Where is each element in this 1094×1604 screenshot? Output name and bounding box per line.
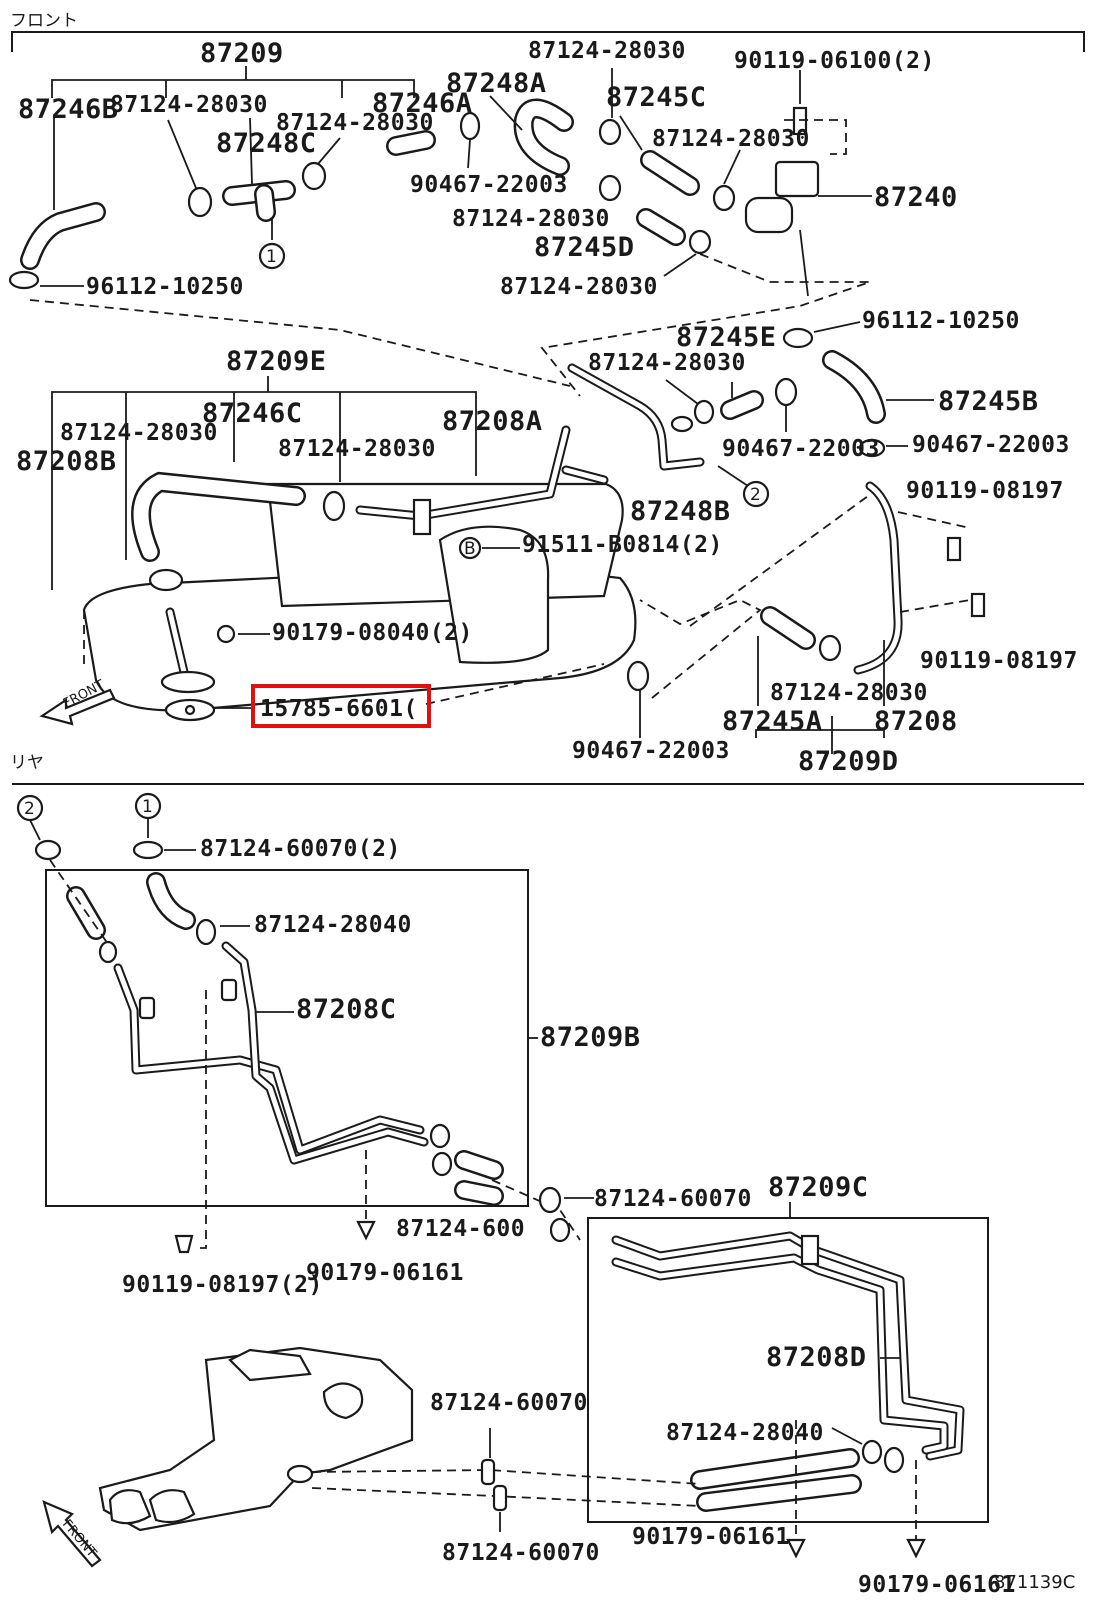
label-87245e: 87245E [676, 322, 777, 353]
label-87208: 87208 [874, 706, 958, 737]
label-87124-28030-a: 87124-28030 [110, 92, 268, 118]
bolt-90119-08197-c [174, 1234, 194, 1254]
nut-90179-06161-b [786, 1538, 806, 1559]
label-87245c: 87245C [606, 82, 707, 113]
label-87246b: 87246B [18, 94, 119, 125]
label-87124-28030-top: 87124-28030 [528, 38, 686, 64]
label-87124-28030-h: 87124-28030 [278, 436, 436, 462]
label-87209c: 87209C [768, 1172, 869, 1203]
label-87245d: 87245D [534, 232, 635, 263]
label-87124-28030-e: 87124-28030 [652, 126, 810, 152]
label-87124-60070-d: 87124-60070 [430, 1390, 588, 1416]
highlight-box [251, 684, 431, 728]
svg-text:1: 1 [266, 247, 277, 267]
label-91511-b0814: 91511-B0814(2) [522, 532, 723, 558]
label-87240: 87240 [874, 182, 958, 213]
label-87208c: 87208C [296, 994, 397, 1025]
label-90179-06161-a: 90179-06161 [306, 1260, 464, 1286]
box-87209c [587, 1217, 989, 1523]
label-87124-600-c: 87124-600 [396, 1216, 525, 1242]
label-87124-28040-b: 87124-28040 [666, 1420, 824, 1446]
label-87209: 87209 [200, 38, 284, 69]
clamp-96112-10250-a [8, 270, 40, 290]
label-90119-08197-a: 90119-08197 [906, 478, 1064, 504]
bolt-90119-06100 [792, 106, 808, 136]
label-87124-60070-e: 87124-60070 [442, 1540, 600, 1566]
clamp-right-tee [301, 161, 327, 191]
bolt-90119-08197-a [946, 536, 962, 562]
bolt-90119-08197-b [970, 592, 986, 618]
figure-code: 871139C [994, 1572, 1075, 1593]
label-87248a: 87248A [446, 68, 547, 99]
label-90467-22003-b: 90467-22003 [912, 432, 1070, 458]
label-87209b: 87209B [540, 1022, 641, 1053]
front-arrow-icon [39, 688, 116, 726]
label-87246c: 87246C [202, 398, 303, 429]
clamp-90467-22003-a [459, 111, 481, 141]
clamp-90467-22003-d [626, 660, 650, 692]
valve-87240 [744, 196, 794, 234]
label-90467-22003-d: 90467-22003 [572, 738, 730, 764]
label-90467-22003-a: 90467-22003 [410, 172, 568, 198]
label-90467-22003-c: 90467-22003 [722, 436, 880, 462]
svg-text:B: B [464, 539, 476, 559]
svg-text:1: 1 [142, 797, 153, 817]
bracket-87208d [800, 1234, 820, 1266]
bolt-91511-b0814 [458, 536, 482, 560]
clip-87124-60070-b [538, 1186, 562, 1214]
section-rear-title: リヤ [10, 753, 44, 773]
label-90179-06161-b: 90179-06161 [632, 1524, 790, 1550]
clip-87124-60070-d [480, 1458, 496, 1486]
label-87124-28030-i: 87124-28030 [770, 680, 928, 706]
label-90119-08197-b: 90119-08197 [920, 648, 1078, 674]
label-87124-28030-b: 87124-28030 [276, 110, 434, 136]
label-87124-28030-g: 87124-28030 [60, 420, 218, 446]
nut-90179-06161-c [906, 1538, 926, 1559]
clamp-90467-22003-c [858, 438, 886, 458]
svg-text:2: 2 [24, 799, 35, 819]
label-90119-06100: 90119-06100(2) [734, 48, 935, 74]
circled-ref-2-front [742, 480, 770, 508]
label-87208b-left: 87208B [16, 446, 117, 477]
label-15785-66010[interactable]: 15785-6601( [260, 696, 418, 722]
label-90179-06161-c: 90179-06161 [858, 1572, 1016, 1598]
label-87209e: 87209E [226, 346, 327, 377]
label-87246a: 87246A [372, 88, 473, 119]
label-90119-08197-c: 90119-08197(2) [122, 1272, 323, 1298]
label-90179-08040: 90179-08040(2) [272, 620, 473, 646]
bracket-87209 [51, 79, 415, 98]
label-87124-28040-a: 87124-28040 [254, 912, 412, 938]
label-87208d: 87208D [766, 1342, 867, 1373]
section-front-title: フロント [10, 11, 78, 31]
label-87248b: 87248B [630, 496, 731, 527]
label-96112-10250-a: 96112-10250 [86, 274, 244, 300]
clamp-87124-28030-top [598, 118, 622, 146]
clip-87124-60070-e [492, 1484, 508, 1512]
grommet-b [132, 840, 164, 860]
front-arrow-icon-rear [42, 1500, 102, 1568]
label-96112-10250-b: 96112-10250 [862, 308, 1020, 334]
circled-ref-1-front [258, 242, 286, 270]
nut-90179-06161-a [356, 1220, 376, 1241]
svg-text:2: 2 [750, 485, 761, 505]
clamp-96112-10250-b [782, 327, 814, 349]
label-87124-28030-d: 87124-28030 [500, 274, 658, 300]
nut-90179-08040 [216, 624, 236, 644]
clamp-left-tee [187, 186, 213, 218]
front-section-frame [11, 31, 1085, 52]
label-87245b: 87245B [938, 386, 1039, 417]
bracket-87208a [412, 498, 432, 536]
label-87208a: 87208A [442, 406, 543, 437]
label-87124-28030-c: 87124-28030 [452, 206, 610, 232]
label-87248c: 87248C [216, 128, 317, 159]
label-87209d: 87209D [798, 746, 899, 777]
label-87124-28030-f: 87124-28030 [588, 350, 746, 376]
label-87124-60070-a: 87124-60070(2) [200, 836, 401, 862]
grommet-a [34, 839, 62, 861]
label-87245a: 87245A [722, 706, 823, 737]
label-87124-60070-b: 87124-60070 [594, 1186, 752, 1212]
svg-text:FRONT: FRONT [59, 1517, 99, 1561]
